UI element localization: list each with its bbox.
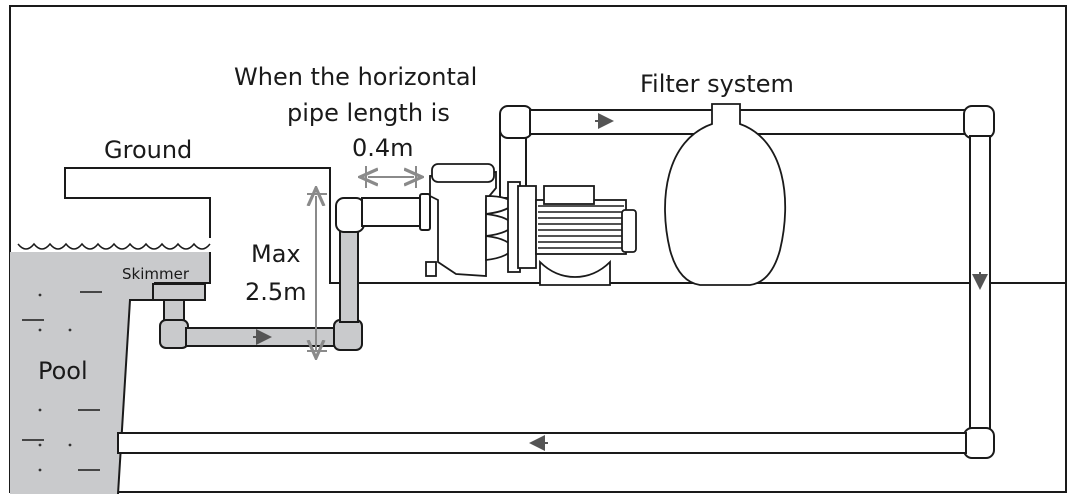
skimmer-box: [152, 283, 206, 301]
max-height-label-1: Max: [251, 240, 301, 268]
horizontal-length-label-2: pipe length is: [287, 99, 450, 127]
pool-water: [10, 242, 211, 494]
pool-deck: [64, 167, 355, 284]
skimmer-label: Skimmer: [122, 265, 190, 283]
horizontal-length-label-1: When the horizontal: [234, 63, 477, 91]
height-dimension: [307, 194, 327, 351]
filter-system-label: Filter system: [640, 70, 794, 98]
suction-pipe: [159, 193, 431, 351]
ground-label: Ground: [104, 136, 192, 164]
horizontal-length-label-3: 0.4m: [352, 134, 414, 162]
pool-label: Pool: [38, 357, 88, 385]
max-height-label-2: 2.5m: [245, 278, 307, 306]
filter-tank: [664, 103, 787, 286]
diagram-frame: [9, 5, 1067, 493]
length-dimension: [366, 166, 416, 188]
pump: [425, 163, 637, 286]
